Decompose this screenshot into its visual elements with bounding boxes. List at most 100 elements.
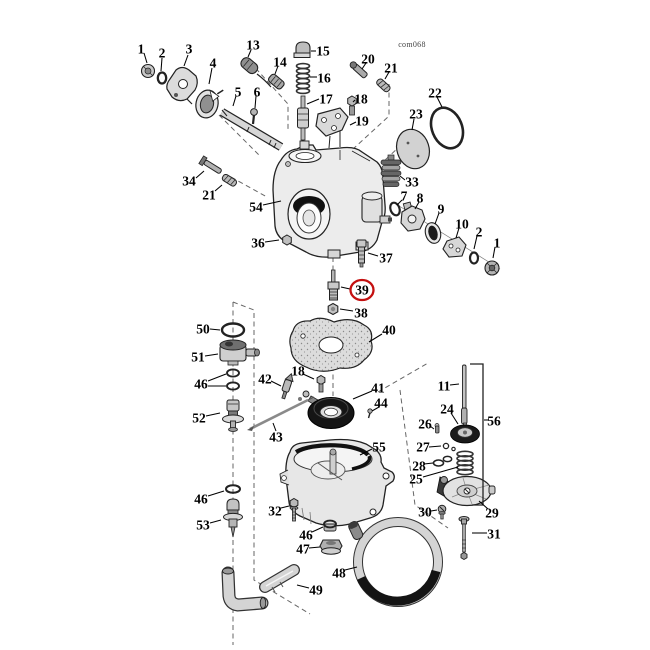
part-number-text: 10 bbox=[455, 217, 469, 232]
leader-line bbox=[254, 95, 257, 109]
part-42-drawing bbox=[281, 372, 294, 400]
part-37-drawing bbox=[356, 239, 367, 268]
part-label-48: 48 bbox=[332, 566, 358, 581]
part-41-drawing bbox=[307, 397, 355, 429]
part-50-drawing bbox=[220, 322, 246, 338]
part-53-drawing bbox=[223, 498, 243, 538]
part-number-text: 41 bbox=[371, 381, 385, 396]
part-label-21b: 21 bbox=[202, 184, 223, 203]
part-number-text: 27 bbox=[416, 440, 430, 455]
part-number-text: 3 bbox=[186, 42, 193, 57]
leader-line bbox=[450, 412, 459, 425]
part-25-spring-drawing bbox=[456, 450, 474, 476]
leader-line bbox=[274, 65, 279, 75]
leader-line bbox=[436, 96, 443, 108]
part-number-text: 46 bbox=[299, 528, 313, 543]
part-38-drawing bbox=[327, 302, 339, 316]
part-label-37: 37 bbox=[367, 251, 393, 266]
part-label-23: 23 bbox=[409, 107, 423, 131]
part-54-carburetor-body-drawing bbox=[272, 140, 392, 259]
part-48-hose-drawing bbox=[348, 517, 443, 607]
part-number-text: 46 bbox=[194, 377, 208, 392]
part-43-drawing bbox=[247, 396, 315, 431]
leader-line bbox=[414, 201, 420, 210]
part-label-49: 49 bbox=[296, 583, 323, 598]
part-1-drawing bbox=[140, 63, 156, 79]
leader-line bbox=[473, 235, 478, 250]
part-label-44: 44 bbox=[371, 396, 388, 412]
part-number-text: 22 bbox=[428, 86, 442, 101]
part-number-text: 23 bbox=[409, 107, 423, 122]
leader-line bbox=[349, 121, 357, 126]
part-2-drawing bbox=[156, 71, 168, 85]
part-number-text: 50 bbox=[196, 322, 210, 337]
part-number-text: 37 bbox=[379, 251, 393, 266]
part-label-22: 22 bbox=[428, 86, 443, 108]
part-label-34: 34 bbox=[182, 170, 205, 189]
part-label-25: 25 bbox=[409, 466, 459, 487]
leader-line bbox=[209, 328, 221, 331]
leader-line bbox=[302, 373, 315, 380]
part-1b-drawing bbox=[484, 260, 500, 276]
part-label-46c: 46 bbox=[194, 490, 225, 507]
part-label-40: 40 bbox=[368, 323, 396, 343]
leader-line bbox=[428, 445, 442, 448]
part-17-drawing bbox=[297, 95, 309, 146]
part-number-text: 15 bbox=[316, 44, 330, 59]
part-label-46b: 46 bbox=[299, 526, 324, 543]
part-number-text: 28 bbox=[412, 459, 426, 474]
leader-line bbox=[371, 406, 380, 412]
parts-drawings bbox=[140, 41, 500, 612]
part-label-2: 2 bbox=[159, 46, 166, 72]
part-21b-drawing bbox=[221, 173, 238, 187]
part-label-31: 31 bbox=[472, 527, 501, 542]
leader-line bbox=[214, 184, 223, 192]
part-number-text: 42 bbox=[258, 372, 272, 387]
part-number-text: 43 bbox=[269, 430, 283, 445]
part-number-text: 36 bbox=[251, 236, 265, 251]
leader-line bbox=[143, 52, 148, 64]
leader-line bbox=[306, 98, 320, 105]
diagram-code: com068 bbox=[398, 40, 426, 49]
leader-line bbox=[207, 490, 225, 497]
part-30-drawing bbox=[437, 504, 447, 520]
part-label-9: 9 bbox=[434, 202, 445, 225]
part-number-text: 26 bbox=[418, 417, 432, 432]
part-number-text: 7 bbox=[401, 189, 408, 204]
leader-line bbox=[195, 170, 205, 179]
leader-line bbox=[492, 246, 496, 259]
part-10-drawing bbox=[442, 236, 467, 258]
part-label-30: 30 bbox=[418, 505, 438, 520]
part-number-text: 4 bbox=[210, 56, 217, 71]
part-number-text: 40 bbox=[382, 323, 396, 338]
part-label-32: 32 bbox=[268, 504, 290, 519]
part-label-21: 21 bbox=[384, 61, 398, 80]
part-44-drawing bbox=[367, 408, 373, 419]
part-label-38: 38 bbox=[339, 306, 368, 321]
part-label-18: 18 bbox=[352, 92, 368, 107]
leader-line bbox=[308, 546, 321, 549]
part-29-cover-drawing bbox=[436, 475, 496, 507]
part-49-hose-elbow-drawing bbox=[221, 564, 300, 612]
part-26-drawing bbox=[434, 423, 440, 434]
part-46a-drawing bbox=[226, 368, 240, 391]
part-4-drawing bbox=[195, 89, 224, 119]
part-20-drawing bbox=[349, 61, 368, 79]
part-40-gasket-drawing bbox=[289, 317, 373, 372]
part-number-text: 9 bbox=[438, 202, 445, 217]
part-label-53: 53 bbox=[196, 518, 222, 533]
part-label-10: 10 bbox=[455, 217, 469, 239]
leader-line bbox=[429, 425, 435, 430]
part-number-text: 8 bbox=[417, 191, 424, 206]
highlight-circle bbox=[349, 278, 375, 302]
part-label-1b: 1 bbox=[492, 236, 501, 259]
part-56-bracket-line bbox=[470, 363, 484, 506]
part-number-text: 56 bbox=[487, 414, 501, 429]
leader-line bbox=[209, 519, 222, 524]
part-number-text: 53 bbox=[196, 518, 210, 533]
leader-line bbox=[478, 500, 489, 510]
part-number-text: 2 bbox=[159, 46, 166, 61]
leader-line bbox=[352, 390, 373, 400]
leader-line bbox=[205, 412, 221, 417]
